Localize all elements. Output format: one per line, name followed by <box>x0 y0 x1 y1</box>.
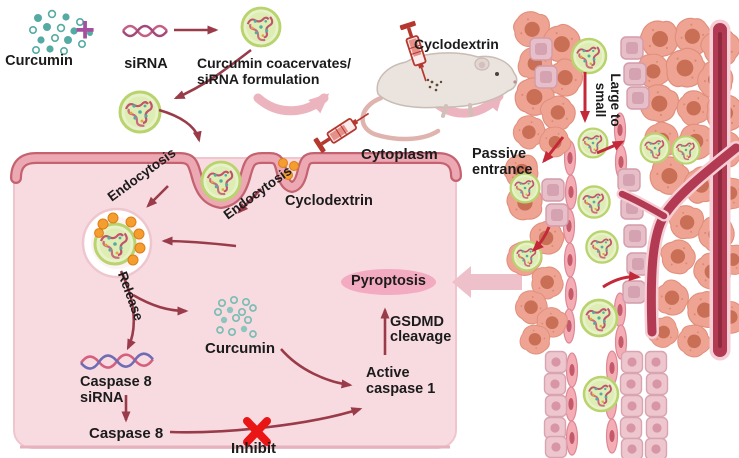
curcumin-dots-icon <box>28 9 93 55</box>
arrow-caspase8-inhibit <box>169 407 363 434</box>
large-to-small-label: Large to small <box>591 67 623 133</box>
mouse-illustration <box>360 52 518 142</box>
arrow-to-free-particle <box>173 48 252 100</box>
pyroptosis-badge: Pyroptosis <box>341 269 436 295</box>
tumor-tissue <box>499 7 739 458</box>
caspase8-sirna-line1: Caspase 8 <box>80 374 152 390</box>
gsdmd-line1: GSDMD <box>390 314 444 330</box>
cyclodextrin-injection-label: Cyclodextrin <box>414 36 499 52</box>
tumor-arrows <box>531 72 641 289</box>
cyclodextrin-dots-icon <box>278 158 299 180</box>
cyclodextrin-cell-label: Cyclodextrin <box>285 193 373 209</box>
inhibit-x-icon <box>243 417 271 446</box>
pyroptosis-label: Pyroptosis <box>351 273 426 290</box>
inhibit-label: Inhibit <box>231 440 276 457</box>
arrow-release-right <box>132 293 189 316</box>
caspase8-sirna-line2: siRNA <box>80 389 124 406</box>
sirna-helix-icon <box>122 24 168 38</box>
caspase8-sirna-helix-icon <box>79 352 154 370</box>
caspase8-sirna-label: Caspase 8 siRNA <box>80 374 152 406</box>
injection-site-dots <box>426 78 443 92</box>
arrow-curcumin-to-caspase1 <box>280 348 353 389</box>
large-to-small-line2: small <box>593 82 608 118</box>
active-caspase-line2: caspase 1 <box>366 380 436 397</box>
arrow-endocytosis-right <box>237 188 262 214</box>
caspase8-label: Caspase 8 <box>89 425 164 442</box>
nanoparticle-formulation <box>240 6 282 48</box>
active-caspase-line1: Active <box>366 365 410 381</box>
curcumin-released-dots-icon <box>213 295 257 338</box>
arrow-release-down <box>119 270 136 351</box>
flow-arrow-to-mouse <box>253 93 330 116</box>
passive-entrance-line1: Passive <box>472 146 527 162</box>
formulation-line2: siRNA formulation <box>197 71 320 87</box>
arrow-endocytosis-left <box>146 185 169 208</box>
sirna-ingredient-label: siRNA <box>124 56 168 72</box>
nanoparticle-free <box>118 90 162 134</box>
arrow-into-pit <box>158 108 202 143</box>
nanoparticle-endocytosed <box>200 160 242 202</box>
endosome-vesicle <box>81 207 153 279</box>
cytoplasm-label: Cytoplasm <box>361 146 438 163</box>
large-to-small-line1: Large to <box>608 73 623 127</box>
curcumin-released-label: Curcumin <box>205 340 276 357</box>
cell-membrane <box>10 152 462 210</box>
formulation-line1: Curcumin coacervates/ <box>197 55 352 71</box>
gsdmd-label: GSDMD cleavage <box>390 315 451 345</box>
curcumin-ingredient-label: Curcumin <box>5 53 73 69</box>
gsdmd-line2: cleavage <box>390 329 452 345</box>
tumor-to-cell-arrow <box>452 266 522 298</box>
arrow-into-endosome <box>161 236 237 248</box>
passive-entrance-label: Passive entrance <box>472 146 533 178</box>
plus-icon: + <box>75 11 95 49</box>
passive-entrance-line2: entrance <box>472 161 533 178</box>
blood-vessel <box>616 19 739 361</box>
formulation-label: Curcumin coacervates/ siRNA formulation <box>197 55 351 87</box>
active-caspase-label: Active caspase 1 <box>366 365 436 397</box>
